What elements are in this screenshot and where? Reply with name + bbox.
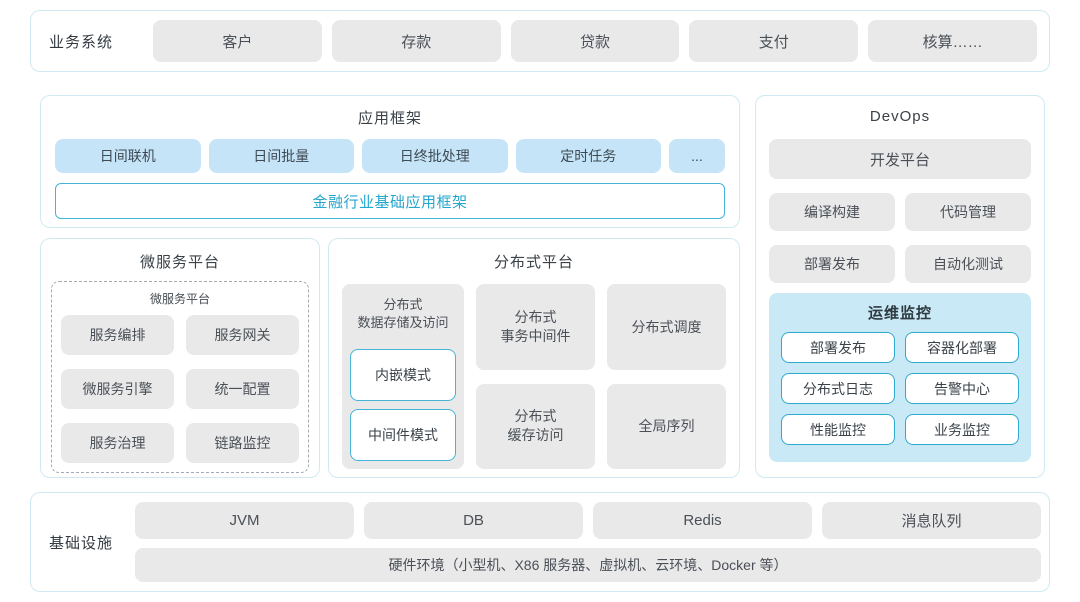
infra-item-redis: Redis	[593, 502, 812, 539]
business-system-accounting: 核算……	[868, 20, 1037, 62]
monitor-item-distributed-log: 分布式日志	[781, 373, 895, 404]
ops-monitoring-panel: 运维监控 部署发布 容器化部署 分布式日志 告警中心 性能监控 业务监控	[769, 293, 1031, 462]
distributed-body: 分布式 数据存储及访问 内嵌模式 中间件模式 分布式 事务中间件 分布式调度 分…	[342, 284, 726, 470]
app-framework-panel: 应用框架 日间联机 日间批量 日终批处理 定时任务 ... 金融行业基础应用框架	[40, 95, 740, 228]
micro-item-engine: 微服务引擎	[61, 369, 174, 409]
appfw-item-more: ...	[669, 139, 725, 173]
devops-row-2: 部署发布 自动化测试	[769, 245, 1031, 283]
ops-monitoring-title: 运维监控	[867, 305, 932, 322]
appfw-item-daytime-batch: 日间批量	[208, 139, 354, 173]
dist-item-scheduling: 分布式调度	[607, 284, 726, 370]
business-system-customer: 客户	[153, 20, 322, 62]
monitor-item-container-deploy: 容器化部署	[905, 332, 1019, 363]
business-systems-label: 业务系统	[49, 33, 114, 51]
distributed-title: 分布式平台	[493, 254, 574, 271]
app-framework-row: 日间联机 日间批量 日终批处理 定时任务 ...	[55, 139, 725, 173]
infrastructure-label: 基础设施	[49, 534, 114, 552]
micro-item-orchestration: 服务编排	[61, 315, 174, 355]
micro-item-governance: 服务治理	[61, 423, 174, 463]
distributed-storage-group: 分布式 数据存储及访问 内嵌模式 中间件模式	[342, 284, 464, 470]
distributed-cells: 分布式 事务中间件 分布式调度 分布式 缓存访问 全局序列	[476, 284, 726, 470]
business-system-deposit: 存款	[331, 20, 501, 62]
business-system-payment: 支付	[689, 20, 859, 62]
financial-base-framework: 金融行业基础应用框架	[55, 183, 725, 219]
monitor-item-perf-monitoring: 性能监控	[781, 414, 895, 445]
appfw-item-eod-batch: 日终批处理	[362, 139, 508, 173]
micro-item-tracing: 链路监控	[186, 423, 299, 463]
distributed-panel: 分布式平台 分布式 数据存储及访问 内嵌模式 中间件模式 分布式 事务中间件 分…	[328, 238, 740, 478]
monitor-item-biz-monitoring: 业务监控	[905, 414, 1019, 445]
infra-item-db: DB	[364, 502, 583, 539]
microservice-grid: 服务编排 服务网关 微服务引擎 统一配置 服务治理 链路监控	[61, 315, 299, 463]
infra-item-jvm: JVM	[135, 502, 354, 539]
dist-item-global-sequence: 全局序列	[607, 383, 726, 470]
devops-row-1: 编译构建 代码管理	[769, 193, 1031, 231]
infrastructure-row: JVM DB Redis 消息队列	[135, 502, 1041, 539]
microservice-panel: 微服务平台 微服务平台 服务编排 服务网关 微服务引擎 统一配置 服务治理 链路…	[40, 238, 320, 478]
devops-panel: DevOps 开发平台 编译构建 代码管理 部署发布 自动化测试 运维监控 部署…	[755, 95, 1045, 478]
dist-item-cache-access: 分布式 缓存访问	[476, 383, 595, 470]
devops-item-code-mgmt: 代码管理	[905, 193, 1031, 231]
monitor-item-deploy-release: 部署发布	[781, 332, 895, 363]
dist-item-transaction-middleware: 分布式 事务中间件	[476, 284, 595, 370]
business-system-loan: 贷款	[510, 20, 680, 62]
appfw-item-daytime-online: 日间联机	[55, 139, 201, 173]
business-systems-row: 客户 存款 贷款 支付 核算……	[153, 20, 1037, 62]
devops-item-deploy: 部署发布	[769, 245, 895, 283]
devops-item-auto-test: 自动化测试	[905, 245, 1031, 283]
distributed-storage-header: 分布式 数据存储及访问	[357, 297, 449, 330]
infra-hardware-env: 硬件环境（小型机、X86 服务器、虚拟机、云环境、Docker 等）	[135, 548, 1041, 582]
appfw-item-scheduled-task: 定时任务	[515, 139, 661, 173]
business-systems-panel: 业务系统 客户 存款 贷款 支付 核算……	[30, 10, 1050, 72]
ops-monitoring-grid: 部署发布 容器化部署 分布式日志 告警中心 性能监控 业务监控	[781, 332, 1019, 445]
microservice-inner-box: 微服务平台 服务编排 服务网关 微服务引擎 统一配置 服务治理 链路监控	[51, 281, 309, 473]
storage-mode-embedded: 内嵌模式	[350, 349, 456, 402]
infra-item-mq: 消息队列	[822, 502, 1041, 539]
monitor-item-alert-center: 告警中心	[905, 373, 1019, 404]
infrastructure-body: JVM DB Redis 消息队列 硬件环境（小型机、X86 服务器、虚拟机、云…	[135, 502, 1041, 582]
micro-item-config: 统一配置	[186, 369, 299, 409]
microservice-title: 微服务平台	[139, 254, 220, 271]
app-framework-title: 应用框架	[357, 110, 422, 127]
infrastructure-panel: 基础设施 JVM DB Redis 消息队列 硬件环境（小型机、X86 服务器、…	[30, 492, 1050, 592]
storage-mode-middleware: 中间件模式	[350, 409, 456, 462]
devops-title: DevOps	[869, 108, 931, 125]
micro-item-gateway: 服务网关	[186, 315, 299, 355]
devops-item-build: 编译构建	[769, 193, 895, 231]
devops-dev-platform: 开发平台	[769, 139, 1031, 179]
microservice-inner-title: 微服务平台	[149, 292, 210, 306]
